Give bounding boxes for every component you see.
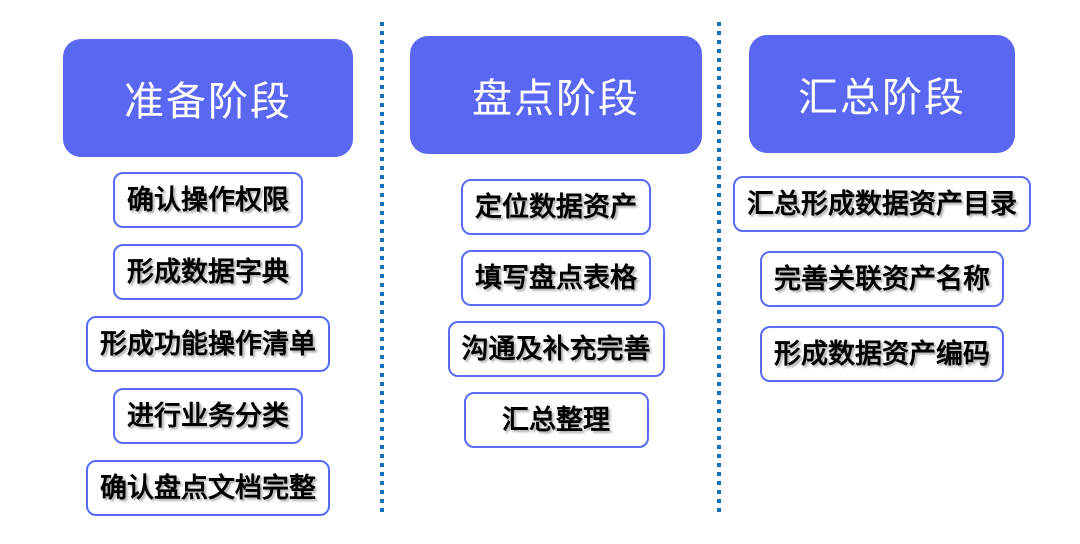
- phase-column-inventory: 盘点阶段 定位数据资产 填写盘点表格 沟通及补充完善 汇总整理: [410, 36, 702, 448]
- process-step: 填写盘点表格: [461, 250, 651, 306]
- process-step: 汇总整理: [463, 392, 649, 448]
- process-step: 形成数据资产编码: [760, 326, 1004, 382]
- phase-header-summary: 汇总阶段: [749, 35, 1015, 153]
- process-step: 确认盘点文档完整: [86, 460, 330, 516]
- phase-header-inventory: 盘点阶段: [410, 36, 702, 154]
- process-step: 确认操作权限: [113, 172, 303, 228]
- phase-column-preparation: 准备阶段 确认操作权限 形成数据字典 形成功能操作清单 进行业务分类 确认盘点文…: [63, 39, 353, 516]
- phase-steps-summary: 汇总形成数据资产目录 完善关联资产名称 形成数据资产编码: [733, 176, 1031, 382]
- process-step: 沟通及补充完善: [447, 321, 665, 377]
- process-step: 完善关联资产名称: [760, 251, 1004, 307]
- process-step: 定位数据资产: [461, 179, 651, 235]
- process-step: 汇总形成数据资产目录: [733, 176, 1031, 232]
- phase-steps-inventory: 定位数据资产 填写盘点表格 沟通及补充完善 汇总整理: [447, 179, 665, 448]
- phase-column-summary: 汇总阶段 汇总形成数据资产目录 完善关联资产名称 形成数据资产编码: [733, 35, 1031, 382]
- phase-steps-preparation: 确认操作权限 形成数据字典 形成功能操作清单 进行业务分类 确认盘点文档完整: [86, 172, 330, 516]
- process-step: 进行业务分类: [113, 388, 303, 444]
- process-step: 形成功能操作清单: [86, 316, 330, 372]
- phase-header-preparation: 准备阶段: [63, 39, 353, 157]
- dotted-divider: [717, 22, 721, 513]
- process-step: 形成数据字典: [113, 244, 303, 300]
- dotted-divider: [380, 22, 384, 513]
